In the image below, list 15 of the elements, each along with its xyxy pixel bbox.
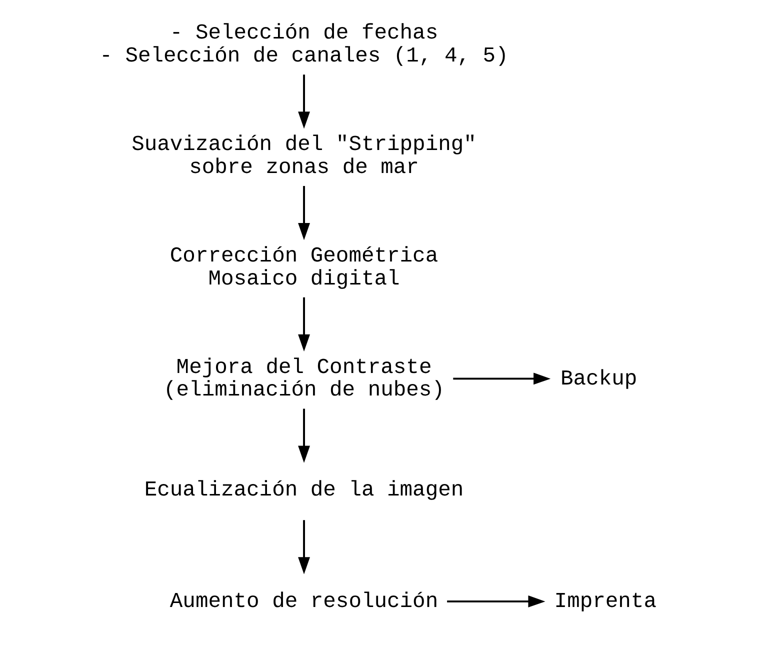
arrow xyxy=(298,74,310,129)
node-text: Suavización del "Stripping" sobre zonas de mar xyxy=(131,133,476,180)
node-text: Corrección Geométrica Mosaico digital xyxy=(169,244,438,292)
node-text: - Selección de fechas - Selección de canales (1, 4, 5) xyxy=(99,22,508,69)
node-text: Aumento de resolución xyxy=(169,590,438,614)
arrow xyxy=(298,520,310,574)
arrow xyxy=(446,595,545,608)
arrow xyxy=(298,186,310,240)
node-text: Backup xyxy=(560,367,637,392)
arrow xyxy=(452,372,550,385)
node-text: Imprenta xyxy=(554,590,656,614)
node-text: Ecualización de la imagen xyxy=(144,478,464,503)
arrow xyxy=(298,408,310,463)
node-text: Mejora del Contraste (eliminación de nubes) xyxy=(163,356,444,403)
arrow xyxy=(298,297,310,352)
